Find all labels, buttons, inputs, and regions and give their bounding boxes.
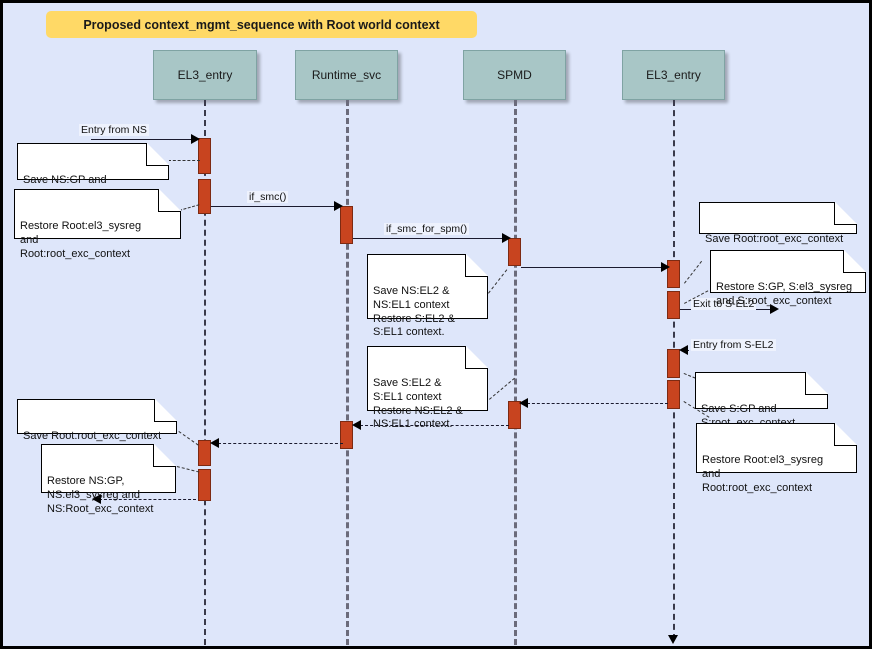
message-line-entry-from-ns [91,139,194,140]
arrowhead-right-icon [191,134,200,144]
message-label-if-smc: if_smc() [247,191,289,203]
activation-runtime-2 [340,421,353,449]
message-line-el3-right-to-spmd [527,403,668,404]
lifeline-spmd [514,100,517,645]
note-text: Restore Root:el3_sysreg and Root:root_ex… [20,220,142,260]
note-leader [176,466,200,473]
message-line-el3-left-exit [99,499,196,500]
note-save-s-gp: Save S:GP and S:root_exc_context [695,371,828,429]
activation-el3-left-4 [198,469,211,501]
diagram-title-text: Proposed context_mgmt_sequence with Root… [83,17,440,32]
note-save-root-exc-context-top: Save Root:root_exc_context [699,201,857,245]
note-fold-corner-icon [805,371,828,395]
diagram-title-banner: Proposed context_mgmt_sequence with Root… [46,11,477,38]
lifeline-el3-entry-left [204,100,206,645]
participant-el3-entry-right[interactable]: EL3_entry [622,50,725,100]
lifeline-runtime-svc [346,100,349,645]
note-text: Save Root:root_exc_context [23,430,162,443]
message-line-if-smc [211,206,337,207]
note-fold-corner-icon [834,201,857,225]
activation-el3-left-1 [198,138,211,174]
note-fold-corner-icon [146,142,169,166]
activation-runtime-1 [340,206,353,244]
note-text: Save NS:EL2 & NS:EL1 context Restore S:E… [373,285,455,339]
note-text: Restore NS:GP, NS:el3_sysreg and NS:Root… [47,475,154,515]
arrowhead-left-icon [92,494,101,504]
message-label-if-smc-for-spm: if_smc_for_spm() [384,223,470,235]
note-fold-corner-icon [153,443,176,467]
note-save-s-el2-restore-ns-el2: Save S:EL2 & S:EL1 context Restore NS:EL… [367,345,488,430]
message-line-spmd-to-el3-right [521,267,664,268]
note-fold-corner-icon [465,253,488,277]
note-leader [178,431,199,446]
message-label-entry-from-s-el2: Entry from S-EL2 [691,339,776,351]
activation-spmd-2 [508,401,521,429]
note-fold-corner-icon [154,398,177,422]
participant-label: Runtime_svc [311,68,382,82]
arrowhead-right-icon [334,201,343,211]
participant-label: SPMD [497,68,532,82]
arrowhead-left-icon [519,398,528,408]
note-leader [179,204,200,211]
message-label-entry-from-ns: Entry from NS [79,124,149,136]
note-save-ns-gp: Save NS:GP and NS:Root_exc_context [17,142,169,200]
participant-spmd[interactable]: SPMD [463,50,566,100]
note-restore-root-el3-sysreg-2: Restore Root:el3_sysreg and Root:root_ex… [696,422,857,494]
note-save-ns-el2-restore-s-el2: Save NS:EL2 & NS:EL1 context Restore S:E… [367,253,488,338]
note-fold-corner-icon [843,249,866,273]
activation-el3-right-1 [667,260,680,288]
note-fold-corner-icon [158,188,181,212]
arrowhead-left-icon [352,420,361,430]
arrowhead-left-icon [679,345,688,355]
arrowhead-right-icon [502,233,511,243]
participant-label: EL3_entry [177,68,233,82]
activation-el3-left-3 [198,440,211,466]
activation-el3-right-4 [667,380,680,409]
message-line-if-smc-for-spm [353,238,505,239]
lifeline-end-arrow-icon [668,635,678,644]
activation-el3-left-2 [198,179,211,214]
note-fold-corner-icon [465,345,488,369]
note-restore-s-gp: Restore S:GP, S:el3_sysreg and S:root_ex… [710,249,866,307]
note-text: Save Root:root_exc_context [705,233,844,246]
note-fold-corner-icon [834,422,857,446]
note-restore-root-el3-sysreg-1: Restore Root:el3_sysreg and Root:root_ex… [14,188,181,260]
arrowhead-left-icon [210,438,219,448]
note-leader [684,260,703,284]
arrowhead-right-icon [770,304,779,314]
note-text: Restore Root:el3_sysreg and Root:root_ex… [702,454,824,494]
note-text: Save S:EL2 & S:EL1 context Restore NS:EL… [373,377,463,431]
note-leader [489,377,515,400]
message-label-exit-to-s-el2: Exit to S-EL2 [691,298,757,310]
note-text: Restore S:GP, S:el3_sysreg and S:root_ex… [716,281,853,307]
message-line-spmd-to-runtime [360,425,509,426]
note-restore-ns-gp: Restore NS:GP, NS:el3_sysreg and NS:Root… [41,443,176,515]
arrowhead-right-icon [661,262,670,272]
activation-spmd-1 [508,238,521,266]
activation-el3-right-2 [667,291,680,319]
participant-label: EL3_entry [646,68,701,82]
note-leader [488,269,508,294]
participant-runtime-svc[interactable]: Runtime_svc [295,50,398,100]
note-leader [168,160,200,161]
activation-el3-right-3 [667,349,680,378]
participant-el3-entry-left[interactable]: EL3_entry [153,50,257,100]
message-line-runtime-to-el3-left [218,443,343,444]
note-save-root-exc-context-bottom: Save Root:root_exc_context [17,398,177,442]
